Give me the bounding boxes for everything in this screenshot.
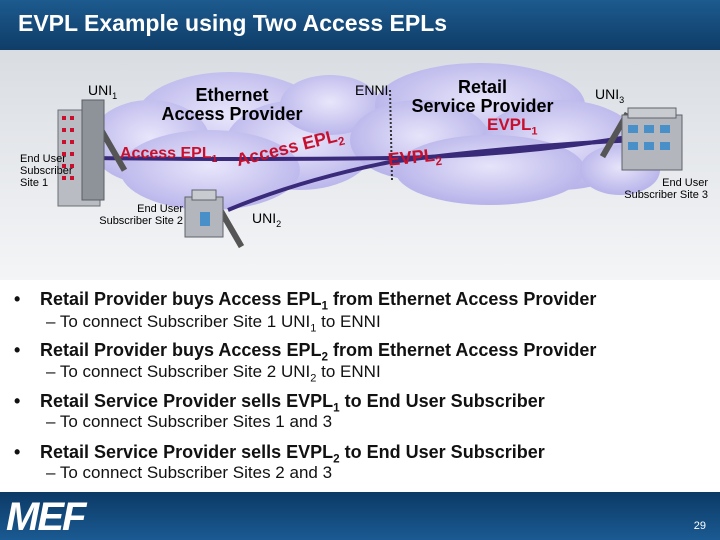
- title-bar: EVPL Example using Two Access EPLs: [0, 0, 720, 50]
- site1-building: [57, 99, 105, 207]
- bullet-4-detail: – To connect Subscriber Sites 2 and 3: [46, 463, 333, 482]
- bullet-1: •Retail Provider buys Access EPL1 from E…: [14, 289, 597, 313]
- footer-bar: MEF 29: [0, 492, 720, 540]
- bullet-3: •Retail Service Provider sells EVPL1 to …: [14, 391, 545, 415]
- slide-title: EVPL Example using Two Access EPLs: [18, 10, 448, 36]
- enni-link: [389, 89, 393, 181]
- bullet-4: •Retail Service Provider sells EVPL2 to …: [14, 442, 545, 466]
- mef-logo: MEF: [6, 495, 86, 539]
- uni1-label: UNI1: [88, 82, 118, 101]
- enni-label: ENNI: [355, 82, 389, 98]
- diagram-graphics: [57, 63, 683, 249]
- access-epl1-label: Access EPL1: [120, 145, 218, 166]
- ethernet-provider-cloud: [90, 72, 380, 210]
- uni3-label: UNI3: [595, 86, 625, 105]
- page-number: 29: [693, 520, 706, 532]
- site3-building: [621, 107, 683, 171]
- site2-building: [184, 189, 224, 238]
- bullet-2: •Retail Provider buys Access EPL2 from E…: [14, 340, 597, 364]
- uni2-label: UNI2: [252, 210, 282, 229]
- bullet-2-detail: – To connect Subscriber Site 2 UNI2 to E…: [46, 362, 381, 385]
- evpl1-label: EVPL1: [487, 115, 538, 138]
- bullet-1-detail: – To connect Subscriber Site 1 UNI1 to E…: [46, 312, 381, 335]
- bullet-3-detail: – To connect Subscriber Sites 1 and 3: [46, 412, 333, 431]
- evpl2-path: [227, 138, 641, 212]
- evpl1-path: [91, 133, 641, 161]
